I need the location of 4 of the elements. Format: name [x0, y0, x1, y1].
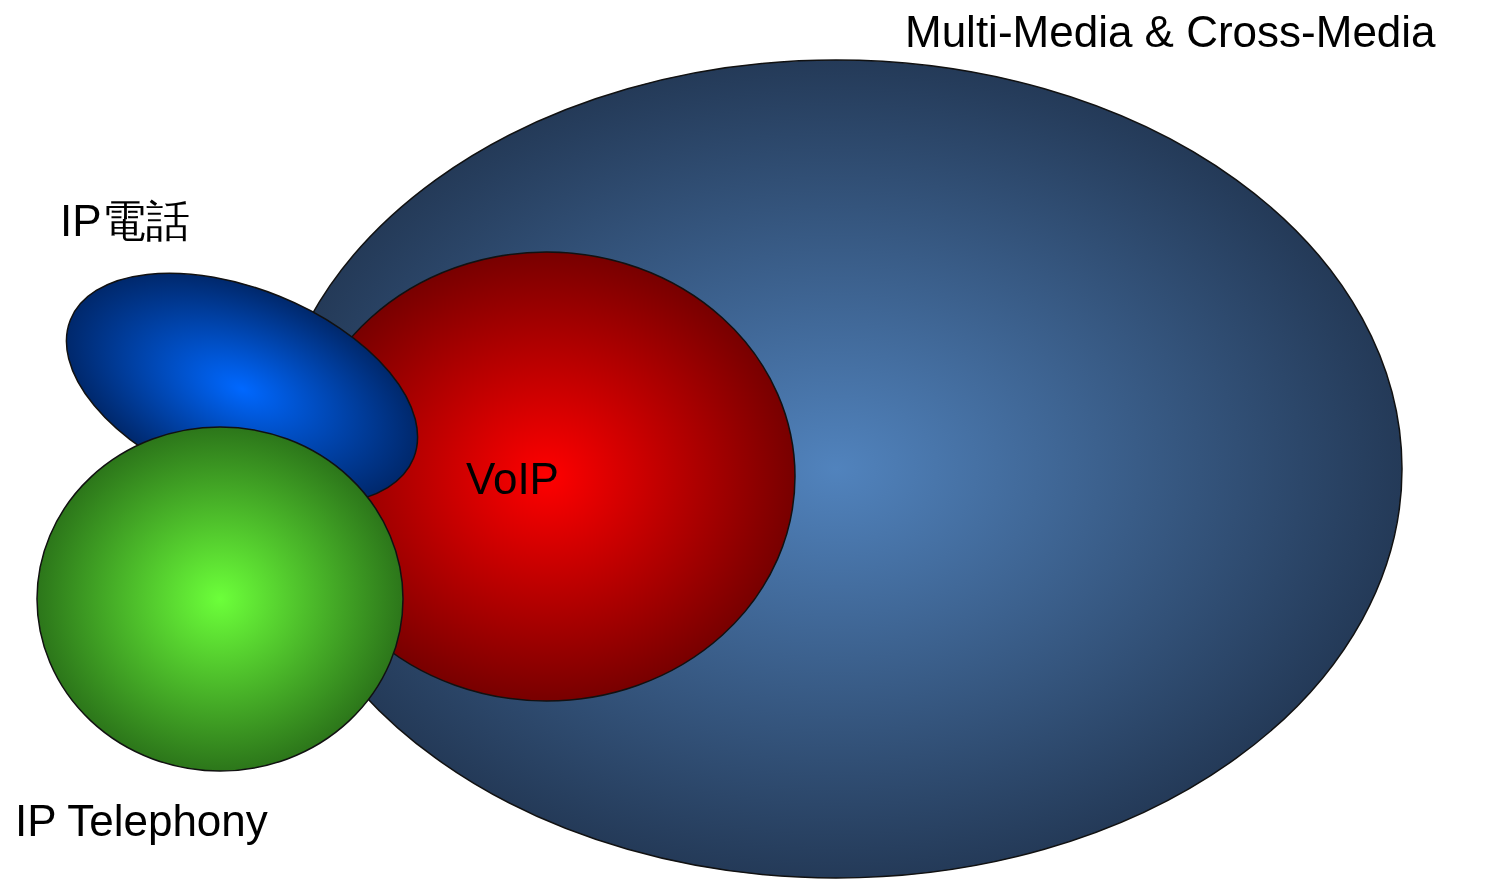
region-label: VoIP [466, 457, 559, 501]
region-label: IP Telephony [15, 799, 268, 843]
region-label: Multi-Media & Cross-Media [905, 10, 1436, 54]
region-label: IP電話 [60, 199, 190, 243]
